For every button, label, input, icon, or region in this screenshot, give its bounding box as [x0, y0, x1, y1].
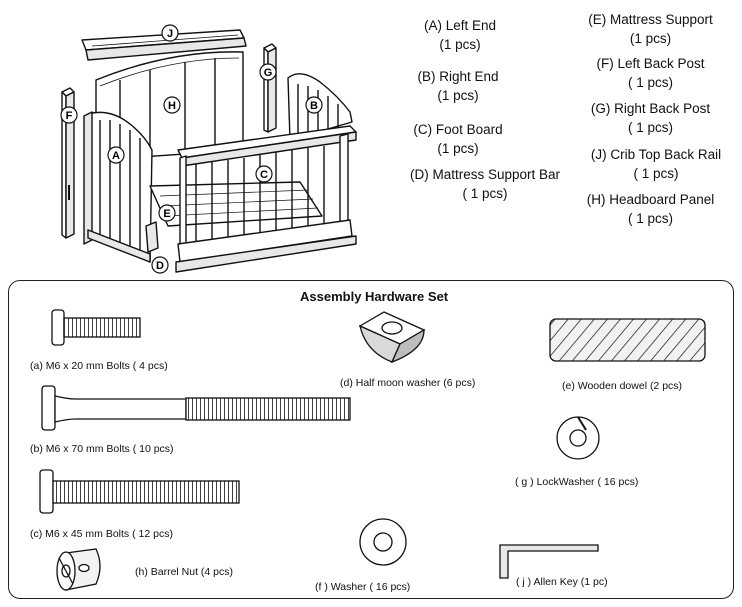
- hardware-label-lock-washer: ( g ) LockWasher ( 16 pcs): [515, 476, 639, 488]
- part-qty: ( 1 pcs): [627, 75, 673, 90]
- callout-h-icon: H: [163, 96, 181, 114]
- part-qty: ( 1 pcs): [462, 186, 508, 201]
- hardware-label-wooden-dowel: (e) Wooden dowel (2 pcs): [562, 380, 683, 392]
- callout-a-icon: A: [107, 146, 125, 164]
- callout-c-icon: C: [255, 165, 273, 183]
- part-label-a: (A) Left End (1 pcs): [395, 16, 525, 54]
- callout-b-icon: B: [305, 96, 323, 114]
- bolt-m6x45-icon: [39, 469, 240, 514]
- part-label-c: (C) Foot Board (1 pcs): [393, 120, 523, 158]
- part-name: (A) Left End: [423, 18, 497, 33]
- part-name: (B) Right End: [417, 69, 499, 84]
- part-label-h: (H) Headboard Panel ( 1 pcs): [578, 190, 723, 228]
- part-qty: ( 1 pcs): [633, 166, 679, 181]
- part-name: (C) Foot Board: [413, 122, 503, 137]
- part-label-e: (E) Mattress Support (1 pcs): [578, 10, 723, 48]
- part-qty: ( 1 pcs): [627, 211, 673, 226]
- barrel-nut-icon: [56, 548, 101, 591]
- part-name: (D) Mattress Support Bar: [409, 167, 561, 182]
- svg-text:G: G: [264, 67, 273, 79]
- part-qty: (1 pcs): [437, 141, 479, 156]
- part-name: (E) Mattress Support: [588, 12, 713, 27]
- hardware-label-bolt-70: (b) M6 x 70 mm Bolts ( 10 pcs): [30, 443, 174, 455]
- lock-washer-icon: [556, 416, 600, 460]
- foot-board-part: [175, 125, 357, 273]
- allen-key-icon: [499, 544, 599, 579]
- callout-e-icon: E: [158, 204, 176, 222]
- hardware-label-allen-key: ( j ) Allen Key (1 pc): [516, 576, 608, 588]
- wooden-dowel-icon: [549, 318, 706, 362]
- part-name: (F) Left Back Post: [596, 56, 705, 71]
- part-qty: (1 pcs): [629, 31, 672, 46]
- hardware-set-title: Assembly Hardware Set: [300, 289, 449, 304]
- svg-text:D: D: [156, 260, 164, 272]
- part-label-b: (B) Right End (1 pcs): [393, 67, 523, 105]
- part-qty: (1 pcs): [439, 37, 481, 52]
- hardware-label-half-moon-washer: (d) Half moon washer (6 pcs): [340, 377, 476, 389]
- svg-text:B: B: [310, 100, 318, 112]
- hardware-label-barrel-nut: (h) Barrel Nut (4 pcs): [135, 566, 234, 578]
- callout-d-icon: D: [151, 256, 169, 274]
- bolt-m6x70-icon: [41, 385, 351, 431]
- mattress-support-bar-part: [145, 221, 159, 253]
- washer-icon: [359, 518, 407, 566]
- part-qty: (1 pcs): [437, 88, 479, 103]
- hardware-label-bolt-45: (c) M6 x 45 mm Bolts ( 12 pcs): [30, 528, 173, 540]
- hardware-label-washer: (f ) Washer ( 16 pcs): [315, 581, 411, 593]
- part-label-j: (J) Crib Top Back Rail ( 1 pcs): [576, 145, 736, 183]
- crib-top-back-rail-part: [81, 29, 247, 61]
- left-back-post-part: [61, 87, 75, 239]
- crib-exploded-drawing: J F G H B A C E D: [60, 24, 357, 274]
- callout-g-icon: G: [259, 63, 277, 81]
- svg-text:C: C: [260, 169, 268, 181]
- part-name: (G) Right Back Post: [590, 101, 711, 116]
- hardware-set-box: [8, 280, 734, 599]
- part-name: (J) Crib Top Back Rail: [590, 147, 722, 162]
- svg-text:J: J: [167, 28, 173, 40]
- part-qty: ( 1 pcs): [627, 120, 673, 135]
- part-label-g: (G) Right Back Post ( 1 pcs): [578, 99, 723, 137]
- svg-text:A: A: [112, 150, 120, 162]
- half-moon-washer-icon: [358, 311, 426, 364]
- callout-j-icon: J: [161, 24, 179, 42]
- hardware-label-bolt-20: (a) M6 x 20 mm Bolts ( 4 pcs): [30, 360, 168, 372]
- svg-text:H: H: [168, 100, 176, 112]
- part-label-d: (D) Mattress Support Bar ( 1 pcs): [395, 165, 575, 203]
- svg-text:E: E: [163, 208, 170, 220]
- part-name: (H) Headboard Panel: [586, 192, 715, 207]
- bolt-m6x20-icon: [51, 309, 141, 346]
- svg-text:F: F: [66, 110, 73, 122]
- left-end-part: [83, 111, 153, 263]
- part-label-f: (F) Left Back Post ( 1 pcs): [578, 54, 723, 92]
- callout-f-icon: F: [60, 106, 78, 124]
